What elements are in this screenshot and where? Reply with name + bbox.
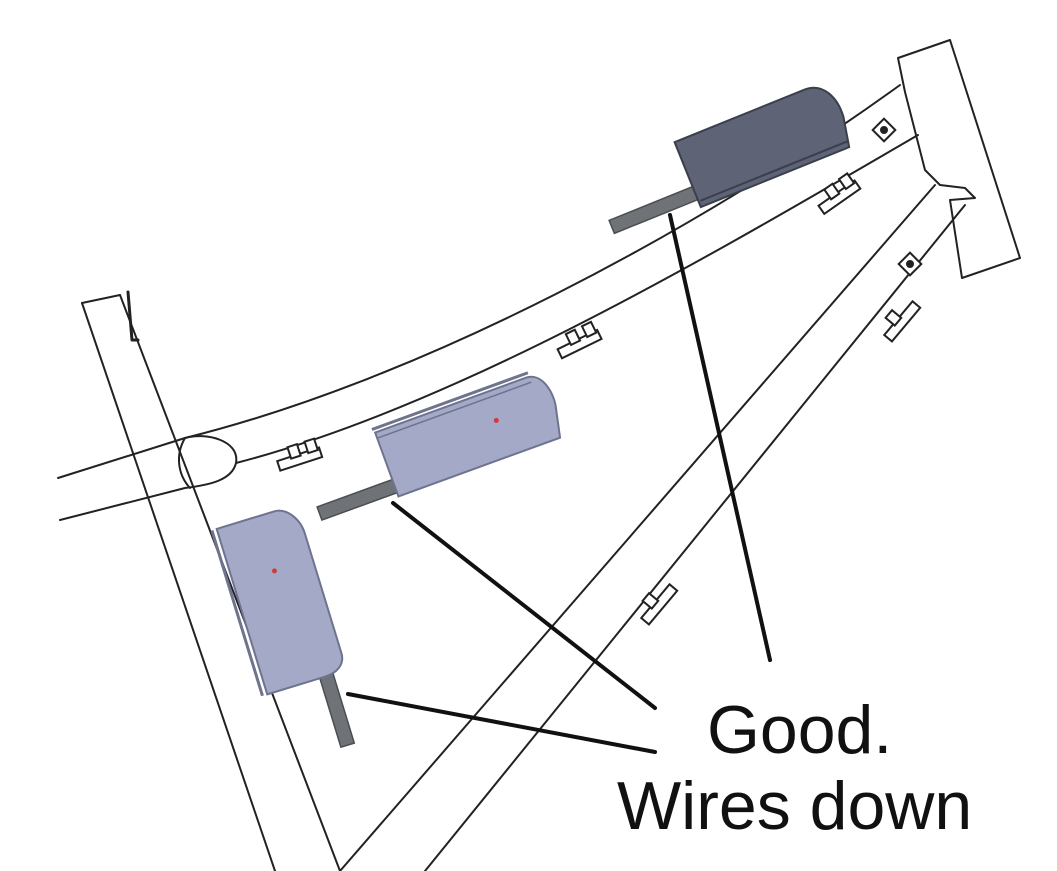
sensor-top-tube-ridge: [700, 139, 850, 202]
bolt-1-center: [880, 126, 888, 134]
seat-tube-top: [81, 294, 121, 304]
sensor-down-tube: [316, 371, 562, 522]
sensor-down-tube-rail: [371, 371, 529, 431]
seat-tube-right-edge: [119, 294, 341, 871]
callout-line-top-sensor: [668, 213, 772, 662]
cable-guide-5: [639, 582, 679, 626]
seat-clamp-mark: [126, 290, 140, 342]
bolt-2-center: [906, 260, 914, 268]
sensor-top-tube: [608, 86, 851, 235]
sensor-down-tube-rail-2: [376, 381, 532, 439]
sensor-seat-tube-rail: [210, 529, 264, 697]
cable-guide-3: [817, 172, 862, 216]
caption-good: Good.: [707, 692, 893, 768]
head-tube: [897, 39, 1021, 279]
frame-outline: [57, 39, 1021, 871]
down-tube-upper-edge: [339, 184, 936, 871]
seat-stay-inner: [178, 437, 191, 489]
seat-tube-left-edge: [81, 302, 276, 871]
sensor-top-tube-wire: [608, 181, 709, 235]
cable-guide-2: [556, 320, 603, 360]
sensor-down-tube-body: [373, 375, 562, 498]
sensor-top-tube-body: [673, 86, 851, 209]
caption-wires-down: Wires down: [617, 768, 973, 844]
cable-guide-1: [275, 437, 324, 472]
callout-line-seat-sensor: [346, 692, 657, 754]
sensor-seat-tube-dot: [271, 568, 277, 574]
sensor-seat-tube-wire: [316, 665, 356, 749]
cable-guide-4: [882, 299, 922, 343]
seat-stay: [57, 435, 238, 521]
cable-guides: [275, 117, 923, 626]
callout-line-middle-sensor: [391, 501, 657, 710]
sensor-seat-tube: [210, 509, 356, 749]
callout-lines: [346, 213, 772, 754]
top-tube-lower-edge: [235, 134, 919, 464]
sensor-down-tube-dot: [493, 417, 499, 423]
sensor-seat-tube-body: [215, 509, 344, 696]
down-tube-lower-edge: [424, 204, 966, 871]
